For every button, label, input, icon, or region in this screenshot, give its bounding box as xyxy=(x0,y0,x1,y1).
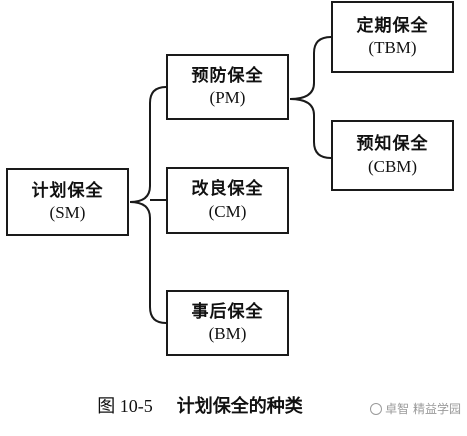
node-breakdown-maintenance: 事后保全 (BM) xyxy=(166,290,289,356)
node-label-en: (CM) xyxy=(208,201,247,221)
node-label-zh: 改良保全 xyxy=(191,179,264,200)
node-corrective-maintenance: 改良保全 (CM) xyxy=(166,167,289,234)
node-label-zh: 定期保全 xyxy=(356,15,429,36)
figure-title: 计划保全的种类 xyxy=(176,396,303,417)
figure-caption: 图 10-5 计划保全的种类 xyxy=(0,392,400,418)
node-planned-maintenance: 计划保全 (SM) xyxy=(6,168,129,236)
node-time-based-maintenance: 定期保全 (TBM) xyxy=(331,1,454,73)
node-preventive-maintenance: 预防保全 (PM) xyxy=(166,54,289,120)
watermark: 卓智 精益学园 xyxy=(370,400,461,417)
bracket-pm xyxy=(289,36,332,159)
node-label-en: (TBM) xyxy=(368,38,417,57)
node-label-zh: 计划保全 xyxy=(31,180,104,201)
node-condition-based-maintenance: 预知保全 (CBM) xyxy=(331,120,454,191)
bracket-sm xyxy=(129,86,167,324)
watermark-text: 卓智 精益学园 xyxy=(385,402,461,416)
node-label-en: (SM) xyxy=(49,203,86,222)
node-label-zh: 预知保全 xyxy=(356,134,429,155)
node-label-zh: 事后保全 xyxy=(191,301,264,322)
node-label-en: (PM) xyxy=(209,88,246,107)
node-label-en: (CBM) xyxy=(367,156,418,176)
node-label-zh: 预防保全 xyxy=(191,65,264,86)
node-label-en: (BM) xyxy=(208,324,247,343)
watermark-logo-icon xyxy=(370,403,383,415)
figure-number: 图 10-5 xyxy=(97,396,153,416)
